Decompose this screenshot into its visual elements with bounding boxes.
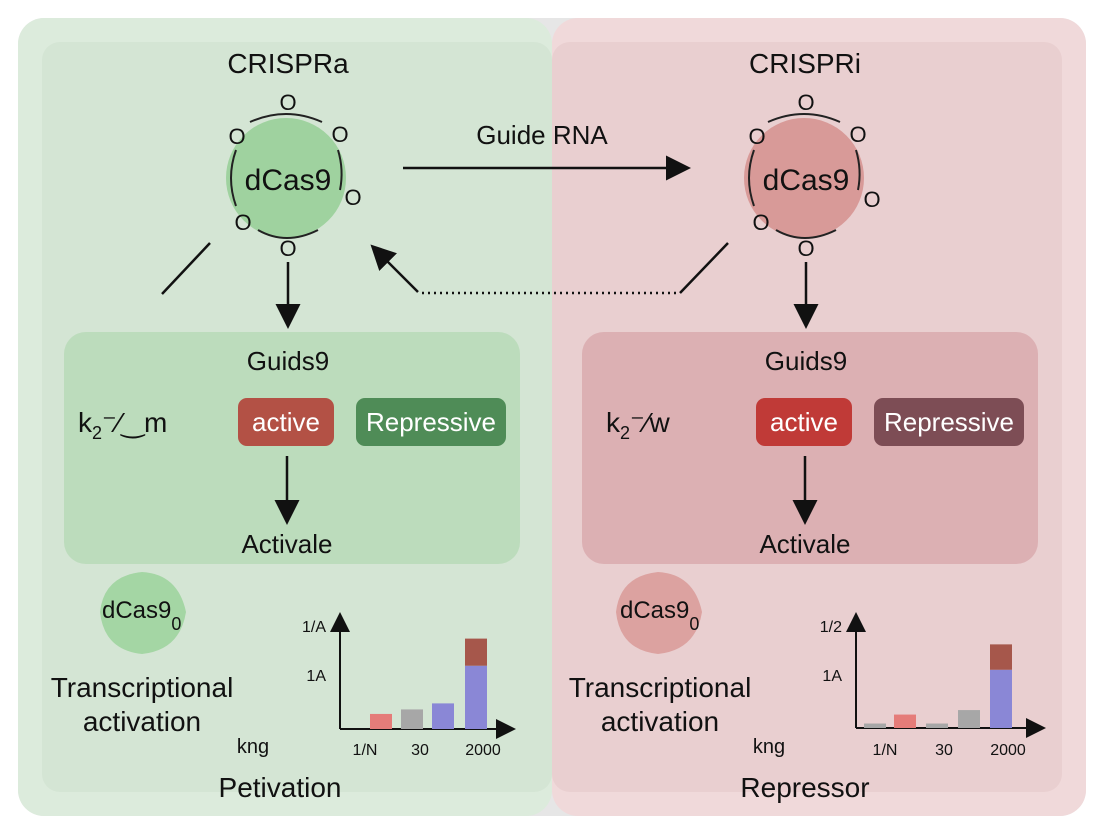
- chart-bar: [958, 710, 980, 728]
- chart-x-tick-label: 1/N: [353, 742, 378, 759]
- right-kinetic-rest: ⁻⁄w: [630, 407, 670, 438]
- left-dcas9-complex: O O O O O O dCas9: [226, 90, 362, 261]
- chart-bar: [370, 713, 392, 729]
- right-bar-chart: 1/2 1A 1/N 30 2000: [820, 612, 1046, 759]
- right-active-label: active: [770, 407, 838, 437]
- chart-bar: [926, 723, 948, 728]
- left-footer: Petivation: [219, 772, 342, 803]
- left-ring-o: O: [279, 90, 296, 115]
- left-box-title: Guids9: [247, 346, 329, 376]
- chart-x-tick-label: 30: [935, 742, 953, 759]
- left-active-label: active: [252, 407, 320, 437]
- left-title: CRISPRa: [227, 48, 349, 79]
- right-ring-o: O: [797, 236, 814, 261]
- chart-bar: [894, 714, 916, 728]
- right-small-dcas9-blob: [616, 572, 702, 654]
- left-ring-arc-left: [230, 149, 237, 207]
- dotted-return-arrow: [370, 244, 419, 293]
- left-dcas9-label: dCas9: [245, 164, 332, 197]
- left-bar-chart: 1/A 1A 1/N 30 2000: [302, 612, 516, 759]
- right-caption-line1: Transcriptional: [569, 672, 752, 703]
- right-dcas9-complex: O O O O O O dCas9: [744, 90, 881, 261]
- right-ring-arc-top: [767, 113, 841, 123]
- left-ring-o: O: [234, 210, 251, 235]
- left-kinetic-sub: 2: [92, 423, 102, 443]
- left-caption-line1: Transcriptional: [51, 672, 234, 703]
- right-title: CRISPRi: [749, 48, 861, 79]
- left-ring-arc-bottom: [257, 229, 319, 239]
- left-repressive-label: Repressive: [366, 407, 496, 437]
- chart-y-tick-label: 1/2: [820, 619, 842, 636]
- chart-bar: [864, 723, 886, 728]
- left-active-pill: [238, 398, 334, 446]
- chart-x-tick-label: 2000: [465, 742, 501, 759]
- left-ring-o: O: [228, 124, 245, 149]
- left-kinetic-k: k: [78, 407, 93, 438]
- left-ring-o: O: [279, 236, 296, 261]
- right-active-pill: [756, 398, 852, 446]
- right-diagonal-line: [679, 242, 729, 294]
- right-footer: Repressor: [740, 772, 869, 803]
- left-box-bg: [64, 332, 520, 564]
- right-box-bg: [582, 332, 1038, 564]
- chart-y-tick-label: 1/A: [302, 619, 326, 636]
- right-ring-o: O: [863, 187, 880, 212]
- chart-bar-segment: [465, 638, 487, 666]
- chart-bar: [990, 669, 1012, 728]
- right-dcas9-blob: [744, 118, 864, 238]
- left-repressive-pill: [356, 398, 506, 446]
- chart-bar: [401, 709, 423, 729]
- right-small-dcas9-sub: 0: [689, 614, 699, 634]
- left-small-dcas9-label: dCas90: [102, 597, 181, 634]
- left-ring-o: O: [331, 122, 348, 147]
- right-small-dcas9-text: dCas9: [620, 597, 689, 624]
- right-ring-o: O: [752, 210, 769, 235]
- right-repressive-label: Repressive: [884, 407, 1014, 437]
- chart-y-tick-label: 1A: [822, 668, 842, 685]
- chart-x-tick-label: 1/N: [873, 742, 898, 759]
- left-dcas9-blob: [226, 118, 346, 238]
- left-ring-arc-top: [249, 113, 323, 123]
- guide-rna-label: Guide RNA: [476, 120, 608, 150]
- left-kinetic-label: k2⁻⁄‿m: [78, 407, 167, 443]
- right-caption-line2: activation: [601, 706, 719, 737]
- left-small-dcas9-text: dCas9: [102, 597, 171, 624]
- right-ring-arc-right: [855, 149, 861, 191]
- left-ring-o: O: [344, 185, 361, 210]
- chart-bar: [432, 703, 454, 729]
- right-small-dcas9-label: dCas90: [620, 597, 699, 634]
- right-box-result: Activale: [759, 529, 850, 559]
- chart-y-tick-label: 1A: [306, 668, 326, 685]
- chart-bar-segment: [990, 644, 1012, 670]
- right-ring-o: O: [797, 90, 814, 115]
- right-kinetic-k: k: [606, 407, 621, 438]
- right-ring-o: O: [748, 124, 765, 149]
- left-ring-arc-right: [337, 149, 343, 191]
- right-ring-o: O: [849, 122, 866, 147]
- chart-bar: [465, 665, 487, 729]
- left-process-box: Guids9 k2⁻⁄‿m active Repressive Activale: [64, 332, 520, 564]
- left-caption-line2: activation: [83, 706, 201, 737]
- left-small-dcas9-blob: [100, 572, 186, 654]
- left-unit-label: kng: [237, 736, 269, 758]
- right-ring-arc-left: [748, 149, 755, 207]
- left-kinetic-rest: ⁻⁄‿m: [102, 407, 167, 439]
- left-small-dcas9-sub: 0: [171, 614, 181, 634]
- right-repressive-pill: [874, 398, 1024, 446]
- chart-x-tick-label: 2000: [990, 742, 1026, 759]
- right-kinetic-sub: 2: [620, 423, 630, 443]
- left-box-result: Activale: [241, 529, 332, 559]
- right-process-box: Guids9 k2⁻⁄w active Repressive Activale: [582, 332, 1038, 564]
- left-diagonal-line: [161, 242, 211, 295]
- right-kinetic-label: k2⁻⁄w: [606, 407, 670, 443]
- right-ring-arc-bottom: [775, 229, 837, 239]
- right-unit-label: kng: [753, 736, 785, 758]
- right-box-title: Guids9: [765, 346, 847, 376]
- right-dcas9-label: dCas9: [763, 164, 850, 197]
- chart-x-tick-label: 30: [411, 742, 429, 759]
